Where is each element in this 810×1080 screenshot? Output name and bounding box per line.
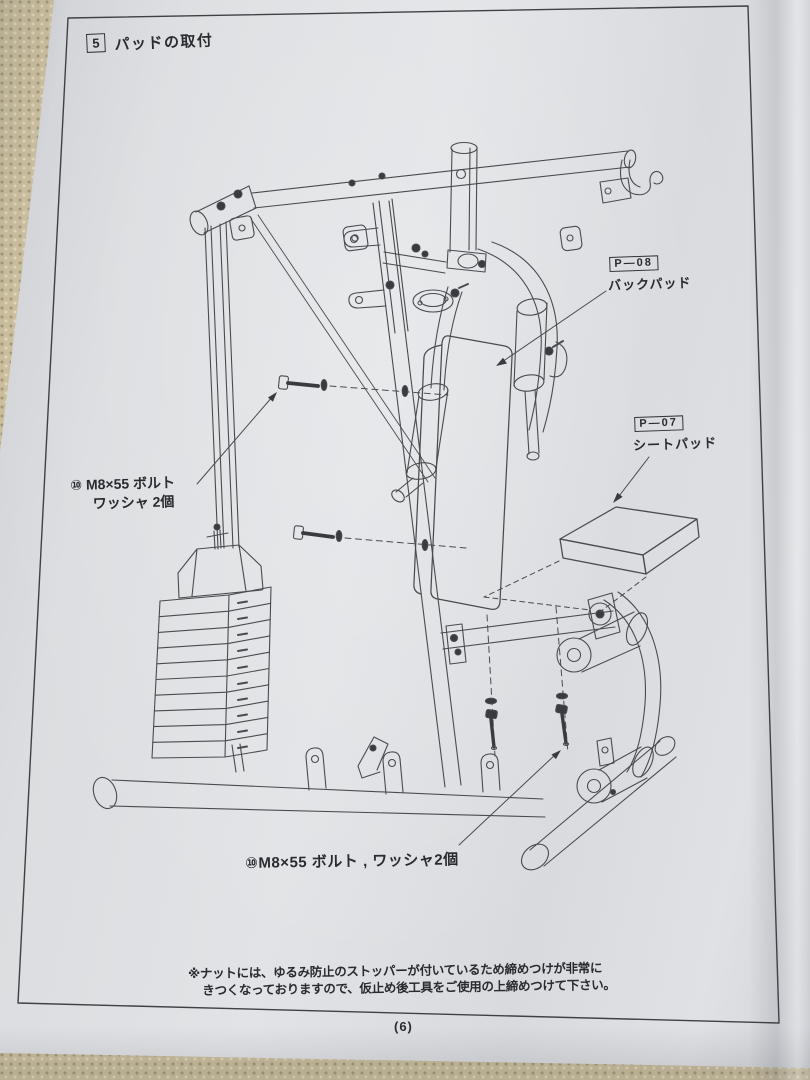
step-title: パッドの取付 — [114, 32, 214, 54]
right-grip — [513, 298, 568, 461]
page-number: (6) — [394, 1019, 413, 1034]
part-name-back-pad: バックパッド — [607, 275, 692, 294]
part-name-seat-pad: シートパッド — [632, 435, 718, 454]
left-grip — [391, 383, 449, 503]
front-rail — [520, 736, 677, 871]
seat-pad-projection — [483, 560, 647, 613]
step-number-box: 5 — [86, 33, 106, 53]
bolt-exploded-middle — [292, 525, 467, 552]
part-code-p08: P―08 — [609, 255, 659, 272]
callout-bolt-upper: ⑩ M8×55 ボルト ワッシャ 2個 — [70, 473, 176, 514]
bolt-exploded-bottom-left — [484, 614, 498, 757]
curved-tubes — [430, 241, 558, 433]
callout-seat-pad: P―07 シートパッド — [632, 411, 718, 454]
upper-roller — [556, 611, 649, 673]
callout-bolt-lower: ⑩M8×55 ボルト , ワッシャ2個 — [245, 851, 459, 872]
top-beam — [189, 149, 637, 252]
base-rail — [92, 736, 546, 818]
guide-rods — [204, 221, 245, 773]
cable-lines — [250, 214, 436, 483]
bolt-exploded-bottom-right — [555, 606, 570, 754]
weight-stack — [151, 523, 272, 759]
leg-developer — [596, 591, 662, 796]
part-code-p07: P―07 — [634, 415, 684, 432]
collar-bracket — [412, 283, 469, 313]
bolt-upper-line2: ワッシャ 2個 — [92, 493, 175, 512]
seat-pad-shape — [559, 506, 700, 575]
top-post — [446, 141, 487, 273]
beam-hook — [599, 159, 664, 204]
callout-leader-lines — [196, 290, 650, 846]
bolt-exploded-upper — [277, 375, 449, 398]
page-border-frame — [17, 5, 780, 1024]
lower-roller — [576, 746, 654, 804]
seat-frame — [440, 592, 621, 665]
assembly-note: ※ナットには、ゆるみ防止のストッパーが付いているため締めつけが非常に きつくなっ… — [188, 960, 616, 1000]
callout-back-pad: P―08 バックパッド — [607, 251, 692, 294]
back-pad-shape — [413, 335, 513, 610]
